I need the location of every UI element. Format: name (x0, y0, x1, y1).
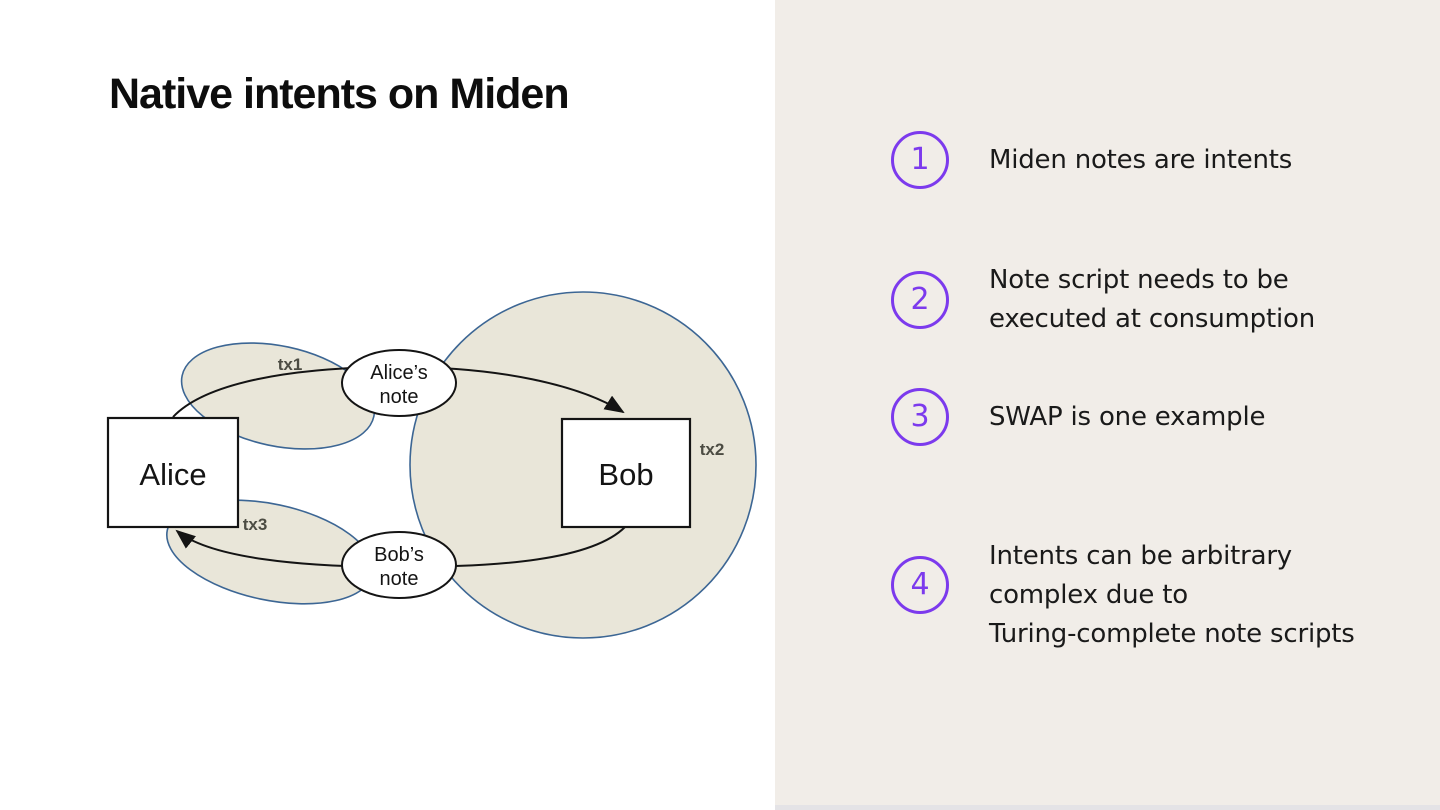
item-number: 4 (910, 566, 930, 602)
item-text-line: complex due to (989, 580, 1188, 610)
item-text: Note script needs to be executed at cons… (989, 261, 1315, 339)
list-item-3: 3 SWAP is one example (891, 388, 1266, 446)
item-text-line: Turing-complete note scripts (989, 619, 1355, 649)
alice-note-label-line1: Alice’s (370, 362, 427, 384)
bob-label: Bob (598, 457, 653, 492)
item-text-line: Miden notes are intents (989, 144, 1293, 175)
alice-note-ellipse (341, 349, 457, 417)
bob-note-ellipse (341, 531, 457, 599)
item-number-badge: 3 (891, 388, 949, 446)
alice-note-label-line2: note (380, 386, 419, 408)
item-text: Intents can be arbitrary complex due to … (989, 537, 1355, 654)
bob-note-label-line1: Bob’s (374, 544, 424, 566)
item-number-badge: 4 (891, 555, 949, 614)
swap-diagram: Alice Bob Alice’s note Bob’s note tx1 tx… (106, 291, 757, 639)
item-text: Miden notes are intents (989, 141, 1292, 180)
list-item-4: 4 Intents can be arbitrary complex due t… (891, 515, 1355, 654)
item-text-line: executed at consumption (989, 304, 1315, 334)
panel-bottom-edge (775, 805, 1440, 810)
list-item-1: 1 Miden notes are intents (891, 131, 1292, 189)
tx1-label: tx1 (278, 355, 303, 374)
bob-node (560, 417, 692, 529)
item-number-badge: 1 (891, 131, 949, 189)
item-number: 3 (910, 399, 930, 434)
alice-label: Alice (139, 457, 206, 492)
item-number: 2 (910, 282, 930, 317)
tx3-label: tx3 (243, 515, 268, 534)
alice-node (106, 416, 240, 529)
item-number-badge: 2 (891, 271, 949, 329)
item-text-line: SWAP is one example (989, 401, 1266, 432)
item-text: SWAP is one example (989, 398, 1266, 437)
item-text-line: Note script needs to be (989, 265, 1289, 295)
bob-note-label-line2: note (380, 568, 419, 590)
item-number: 1 (910, 142, 930, 177)
tx2-label: tx2 (700, 440, 725, 459)
key-points-panel: 1 Miden notes are intents 2 Note script … (775, 0, 1440, 810)
item-text-line: Intents can be arbitrary (989, 541, 1292, 571)
page-title: Native intents on Miden (109, 70, 570, 118)
list-item-2: 2 Note script needs to be executed at co… (891, 261, 1315, 339)
